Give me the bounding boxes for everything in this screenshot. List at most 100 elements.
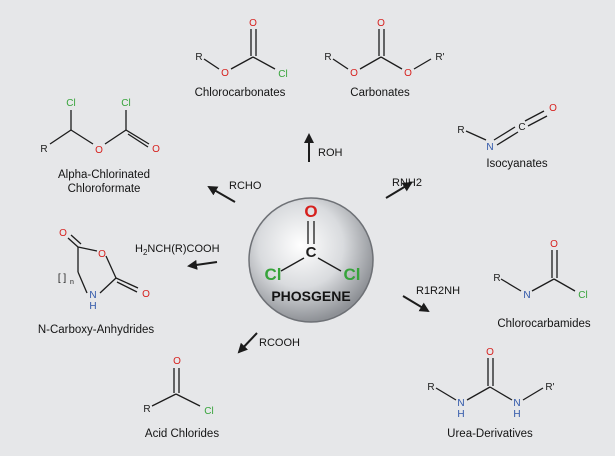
arrow-rcho xyxy=(207,186,236,203)
label-isocyanates: Isocyanates xyxy=(486,158,548,170)
atom-r: R xyxy=(195,52,202,63)
label-chlorocarbonates: Chlorocarbonates xyxy=(195,87,286,99)
bond xyxy=(413,58,432,70)
product-alpha-chloroformate: Cl Cl R O O Alpha-Chlorinated Chloroform… xyxy=(40,98,160,195)
phosgene-chlorine-right: Cl xyxy=(344,265,361,284)
bond xyxy=(115,277,139,289)
phosgene-carbon: C xyxy=(306,244,317,261)
product-chlorocarbonates: R O O Cl Chlorocarbonates xyxy=(195,18,288,99)
bond xyxy=(175,393,201,407)
bond xyxy=(104,129,127,145)
atom-r: R xyxy=(40,144,47,155)
reagent-roh: ROH xyxy=(318,147,343,159)
atom-cl: Cl xyxy=(204,406,213,417)
label-alpha-line2: Chloroformate xyxy=(68,183,141,195)
bond xyxy=(116,281,138,293)
bond xyxy=(466,386,491,401)
atom-o: O xyxy=(173,356,181,367)
atom-cl2: Cl xyxy=(121,98,130,109)
bond xyxy=(99,277,117,294)
atom-o: O xyxy=(550,239,558,250)
atom-o1: O xyxy=(59,228,67,239)
atom-n2: N xyxy=(513,398,520,409)
phosgene-oxygen: O xyxy=(304,202,317,221)
atom-o: O xyxy=(486,347,494,358)
arrow-rnh2 xyxy=(385,181,413,199)
bond xyxy=(524,110,545,122)
atom-n2-h: H xyxy=(513,409,520,420)
atom-n1: N xyxy=(457,398,464,409)
atom-o: O xyxy=(549,103,557,114)
bond xyxy=(359,56,382,70)
bond xyxy=(49,129,72,145)
label-urea-derivatives: Urea-Derivatives xyxy=(447,428,533,440)
atom-r-prime: R' xyxy=(435,52,444,63)
atom-n-h: H xyxy=(89,301,96,312)
bond xyxy=(151,393,177,407)
label-acid-chlorides: Acid Chlorides xyxy=(145,428,219,440)
atom-n: N xyxy=(89,290,96,301)
product-acid-chlorides: R O Cl Acid Chlorides xyxy=(143,356,219,440)
atom-o-double: O xyxy=(249,18,257,29)
bond xyxy=(203,58,220,70)
atom-n: N xyxy=(486,142,493,153)
bond xyxy=(105,255,117,279)
bond xyxy=(70,234,82,245)
arrow-r1r2nh xyxy=(402,295,430,313)
bond xyxy=(500,278,522,292)
bond xyxy=(496,131,519,146)
atom-o2: O xyxy=(404,68,412,79)
atom-cl: Cl xyxy=(578,290,587,301)
bond xyxy=(77,271,88,294)
bond xyxy=(127,133,149,148)
reagent-rnh2: RNH2 xyxy=(392,177,422,189)
atom-o-single: O xyxy=(221,68,229,79)
atom-r: R xyxy=(427,382,434,393)
atom-o2: O xyxy=(142,289,150,300)
atom-o1: O xyxy=(350,68,358,79)
product-isocyanates: R N C O Isocyanates xyxy=(457,103,557,170)
bond xyxy=(70,129,94,145)
product-chlorocarbamides: R O N Cl Chlorocarbamides xyxy=(493,239,591,330)
bond xyxy=(465,130,487,141)
product-urea-derivatives: R O N H N H R' Urea-Derivatives xyxy=(427,347,554,440)
atom-r: R xyxy=(493,273,500,284)
bond xyxy=(77,246,98,252)
bond xyxy=(435,387,457,401)
atom-cl1: Cl xyxy=(66,98,75,109)
bond xyxy=(527,115,548,127)
atom-r: R xyxy=(324,52,331,63)
label-chlorocarbamides: Chlorocarbamides xyxy=(497,318,591,330)
product-carbonates: R O O O R' Carbonates xyxy=(324,18,444,99)
atom-n1-h: H xyxy=(457,409,464,420)
arrow-amino-acid xyxy=(187,259,218,270)
atom-c: C xyxy=(518,122,525,133)
phosgene-center: O C Cl Cl PHOSGENE xyxy=(248,197,374,323)
bond xyxy=(553,278,576,292)
label-carbonates: Carbonates xyxy=(350,87,410,99)
product-n-carboxy-anhydrides: O O O N H [ ] n N-Carboxy-Anhydrides xyxy=(38,228,155,336)
phosgene-sphere xyxy=(248,197,374,323)
atom-r: R xyxy=(143,404,150,415)
bond xyxy=(67,237,79,248)
atom-o-single: O xyxy=(95,145,103,156)
bond xyxy=(380,56,403,70)
bond xyxy=(230,56,254,70)
ring-bracket: [ ] xyxy=(58,273,67,284)
bond-ccl-right xyxy=(317,257,342,272)
arrow-rcooh xyxy=(237,332,258,354)
atom-r-prime: R' xyxy=(545,382,554,393)
phosgene-name: PHOSGENE xyxy=(271,288,350,304)
bond-ccl-left xyxy=(280,257,305,272)
bond xyxy=(531,278,555,292)
bond xyxy=(252,56,276,70)
bond xyxy=(522,387,544,401)
label-alpha-line1: Alpha-Chlorinated xyxy=(58,169,150,181)
reagent-rcooh: RCOOH xyxy=(259,337,300,349)
atom-r: R xyxy=(457,125,464,136)
ring-subscript-n: n xyxy=(70,279,74,286)
atom-o-double: O xyxy=(152,144,160,155)
atom-cl: Cl xyxy=(278,69,287,80)
